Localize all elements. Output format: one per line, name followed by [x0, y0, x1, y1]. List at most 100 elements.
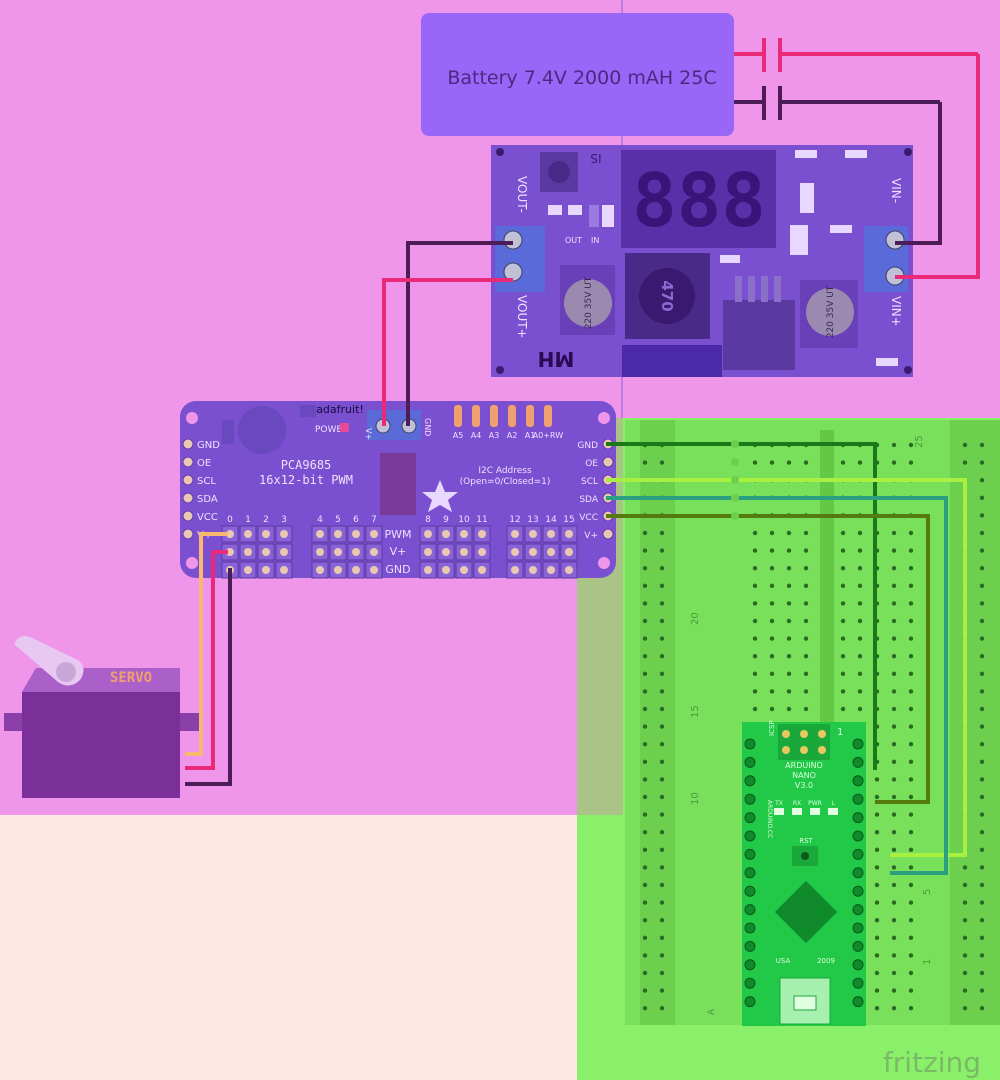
- nano-icsp-label: ICSP: [768, 720, 776, 736]
- nano-pin: [852, 977, 864, 989]
- breadboard-hole: [891, 794, 897, 800]
- address-pad-label: A4: [471, 431, 482, 440]
- wire-sda: [606, 496, 948, 875]
- breadboard-hole: [979, 442, 985, 448]
- breadboard-hole: [803, 706, 809, 712]
- breadboard-hole: [857, 566, 863, 571]
- breadboard-hole: [857, 636, 863, 641]
- breadboard-hole: [786, 460, 792, 465]
- breadboard-hole: [908, 1006, 914, 1011]
- breadboard-hole: [659, 900, 665, 905]
- nano-pin: [852, 756, 864, 768]
- breadboard-hole: [752, 706, 758, 712]
- battery-label: Battery 7.4V 2000 mAH 25C: [447, 67, 716, 89]
- channel-label: 11: [476, 515, 487, 525]
- breadboard-hole: [752, 601, 758, 606]
- row-gnd-label: GND: [385, 563, 410, 576]
- nano-pin: [744, 848, 756, 860]
- breadboard-hole: [874, 900, 880, 905]
- row-v-label: V+: [390, 545, 407, 558]
- channel-label: 4: [317, 515, 323, 525]
- breadboard-hole: [642, 742, 648, 747]
- breadboard-hole: [840, 618, 846, 624]
- address-pad-label: A5: [453, 431, 464, 440]
- breadboard-hole: [840, 548, 846, 553]
- breadboard-hole: [874, 865, 880, 870]
- nano-pin: [852, 738, 864, 750]
- breadboard-hole: [874, 953, 880, 958]
- breadboard-hole: [874, 935, 880, 940]
- channel-label: 6: [353, 515, 359, 525]
- channel-label: 2: [263, 515, 269, 525]
- cap-left-label: 220 35V UT: [584, 276, 594, 329]
- breadboard-hole: [752, 460, 758, 465]
- header-pin: [565, 566, 573, 574]
- nano-pin: [852, 922, 864, 934]
- breadboard-hole: [659, 988, 665, 993]
- header-pin: [547, 548, 555, 556]
- nano-pin: [744, 904, 756, 916]
- breadboard-hole: [803, 654, 809, 659]
- channel-label: 3: [281, 515, 287, 525]
- breadboard-hole: [908, 935, 914, 940]
- breadboard-hole: [908, 953, 914, 958]
- breadboard-hole: [891, 882, 897, 888]
- breadboard-hole: [786, 566, 792, 571]
- converter-btn-out: OUT: [565, 236, 582, 245]
- breadboard-hole: [962, 1006, 968, 1011]
- header-pin: [352, 530, 360, 538]
- nano-pin: [852, 959, 864, 971]
- breadboard-hole: [642, 918, 648, 923]
- breadboard-hole: [803, 601, 809, 606]
- header-pin: [424, 566, 432, 574]
- header-pin: [565, 548, 573, 556]
- breadboard-hole: [659, 794, 665, 800]
- adafruit-brand: adafruit!: [316, 403, 364, 416]
- converter-btn-in: IN: [591, 236, 599, 245]
- breadboard-hole: [642, 548, 648, 553]
- breadboard-hole: [840, 689, 846, 694]
- breadboard-hole: [752, 618, 758, 624]
- channel-label: 1: [245, 515, 251, 525]
- breadboard-hole: [962, 935, 968, 940]
- channel-label: 10: [458, 515, 470, 525]
- led-display-digits: 888: [632, 158, 766, 244]
- breadboard-hole: [642, 654, 648, 659]
- breadboard-hole: [659, 724, 665, 729]
- breadboard-hole: [908, 706, 914, 712]
- breadboard-hole: [752, 566, 758, 571]
- header-pin: [460, 566, 468, 574]
- header-pin: [244, 566, 252, 574]
- breadboard-hole: [891, 583, 897, 588]
- breadboard-hole: [857, 460, 863, 465]
- breadboard-hole: [840, 671, 846, 676]
- breadboard-hole: [979, 706, 985, 712]
- header-pin: [529, 530, 537, 538]
- breadboard-hole: [908, 689, 914, 694]
- nano-title2: NANO: [792, 771, 816, 780]
- address-pad-label: A1: [525, 431, 536, 440]
- bb-col-label-5: 5: [922, 889, 933, 895]
- breadboard-hole: [786, 601, 792, 606]
- icsp-pin: [782, 746, 790, 754]
- breadboard-hole: [840, 530, 846, 536]
- channel-label: 15: [563, 515, 574, 525]
- left-pin-label: GND: [197, 440, 220, 451]
- breadboard-hole: [857, 583, 863, 588]
- header-pin: [280, 566, 288, 574]
- breadboard-hole: [979, 830, 985, 835]
- breadboard-hole: [786, 671, 792, 676]
- breadboard-hole: [979, 530, 985, 536]
- breadboard-hole: [803, 460, 809, 465]
- nano-pin: [744, 885, 756, 897]
- address-pad: [454, 405, 462, 427]
- nano-pin: [852, 940, 864, 952]
- pwm-title1: PCA9685: [281, 458, 332, 472]
- breadboard-hole: [803, 530, 809, 536]
- breadboard-hole: [659, 530, 665, 536]
- row-pwm-label: PWM: [384, 528, 411, 541]
- address-pad-label: A2: [507, 431, 518, 440]
- header-pin: [511, 530, 519, 538]
- breadboard-hole: [979, 478, 985, 483]
- converter-vout-minus: VOUT-: [515, 176, 529, 213]
